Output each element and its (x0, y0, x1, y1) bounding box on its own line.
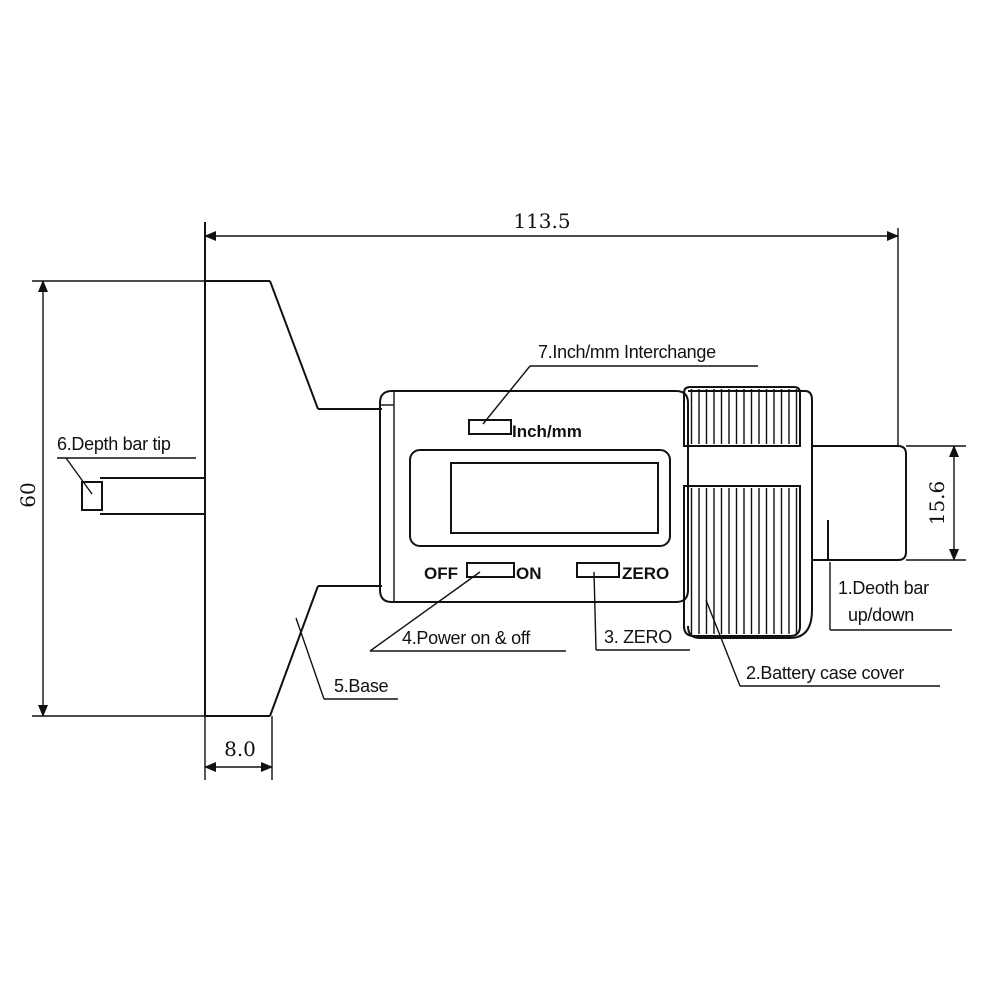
switches: Inch/mm OFF ON ZERO (424, 419, 669, 583)
callout-depth-bar-updown: 1.Deoth bar up/down (829, 562, 952, 631)
label-depth-bar-updown-2: up/down (848, 605, 914, 625)
dimension-base-thickness: 8.0 (204, 716, 273, 780)
callout-zero: 3. ZERO (593, 571, 690, 651)
zero-button[interactable] (576, 562, 620, 578)
dimension-depth-bar-width-value: 15.6 (925, 481, 949, 526)
label-battery-case-cover: 2.Battery case cover (746, 663, 904, 683)
dimension-overall-length-value: 113.5 (513, 209, 570, 233)
knurl-lower (683, 485, 801, 637)
callout-depth-bar-tip: 6.Depth bar tip (57, 434, 196, 495)
dimension-base-thickness-value: 8.0 (224, 737, 256, 761)
inch-mm-switch[interactable] (468, 419, 512, 435)
callout-power: 4.Power on & off (369, 571, 566, 652)
depth-bar-right (812, 445, 907, 561)
label-base: 5.Base (334, 676, 389, 696)
zero-button-label: ZERO (622, 564, 669, 583)
inch-mm-switch-label: Inch/mm (512, 422, 582, 441)
main-housing (379, 390, 813, 639)
callout-battery-cover: 2.Battery case cover (705, 599, 940, 687)
lcd-display (409, 449, 671, 547)
dimension-height-value: 60 (16, 482, 40, 507)
label-depth-bar-updown-1: 1.Deoth bar (838, 578, 929, 598)
depth-bar-left (81, 477, 205, 515)
knurl-upper-outline (683, 386, 801, 447)
on-switch-label: ON (516, 564, 542, 583)
callout-base: 5.Base (295, 617, 398, 700)
callout-inch-mm: 7.Inch/mm Interchange (482, 342, 758, 425)
label-inch-mm-interchange: 7.Inch/mm Interchange (538, 342, 716, 362)
knurl-upper (683, 386, 801, 447)
dimension-depth-bar-width: 15.6 (906, 445, 966, 561)
off-switch-label: OFF (424, 564, 458, 583)
base-outline (204, 222, 382, 717)
dimension-overall-length: 113.5 (204, 209, 899, 446)
label-power: 4.Power on & off (402, 628, 531, 648)
dimension-height: 60 (16, 280, 205, 717)
label-depth-bar-tip: 6.Depth bar tip (57, 434, 171, 454)
power-switch[interactable] (466, 562, 515, 578)
label-zero: 3. ZERO (604, 627, 672, 647)
knurl-lower-outline (683, 485, 801, 637)
